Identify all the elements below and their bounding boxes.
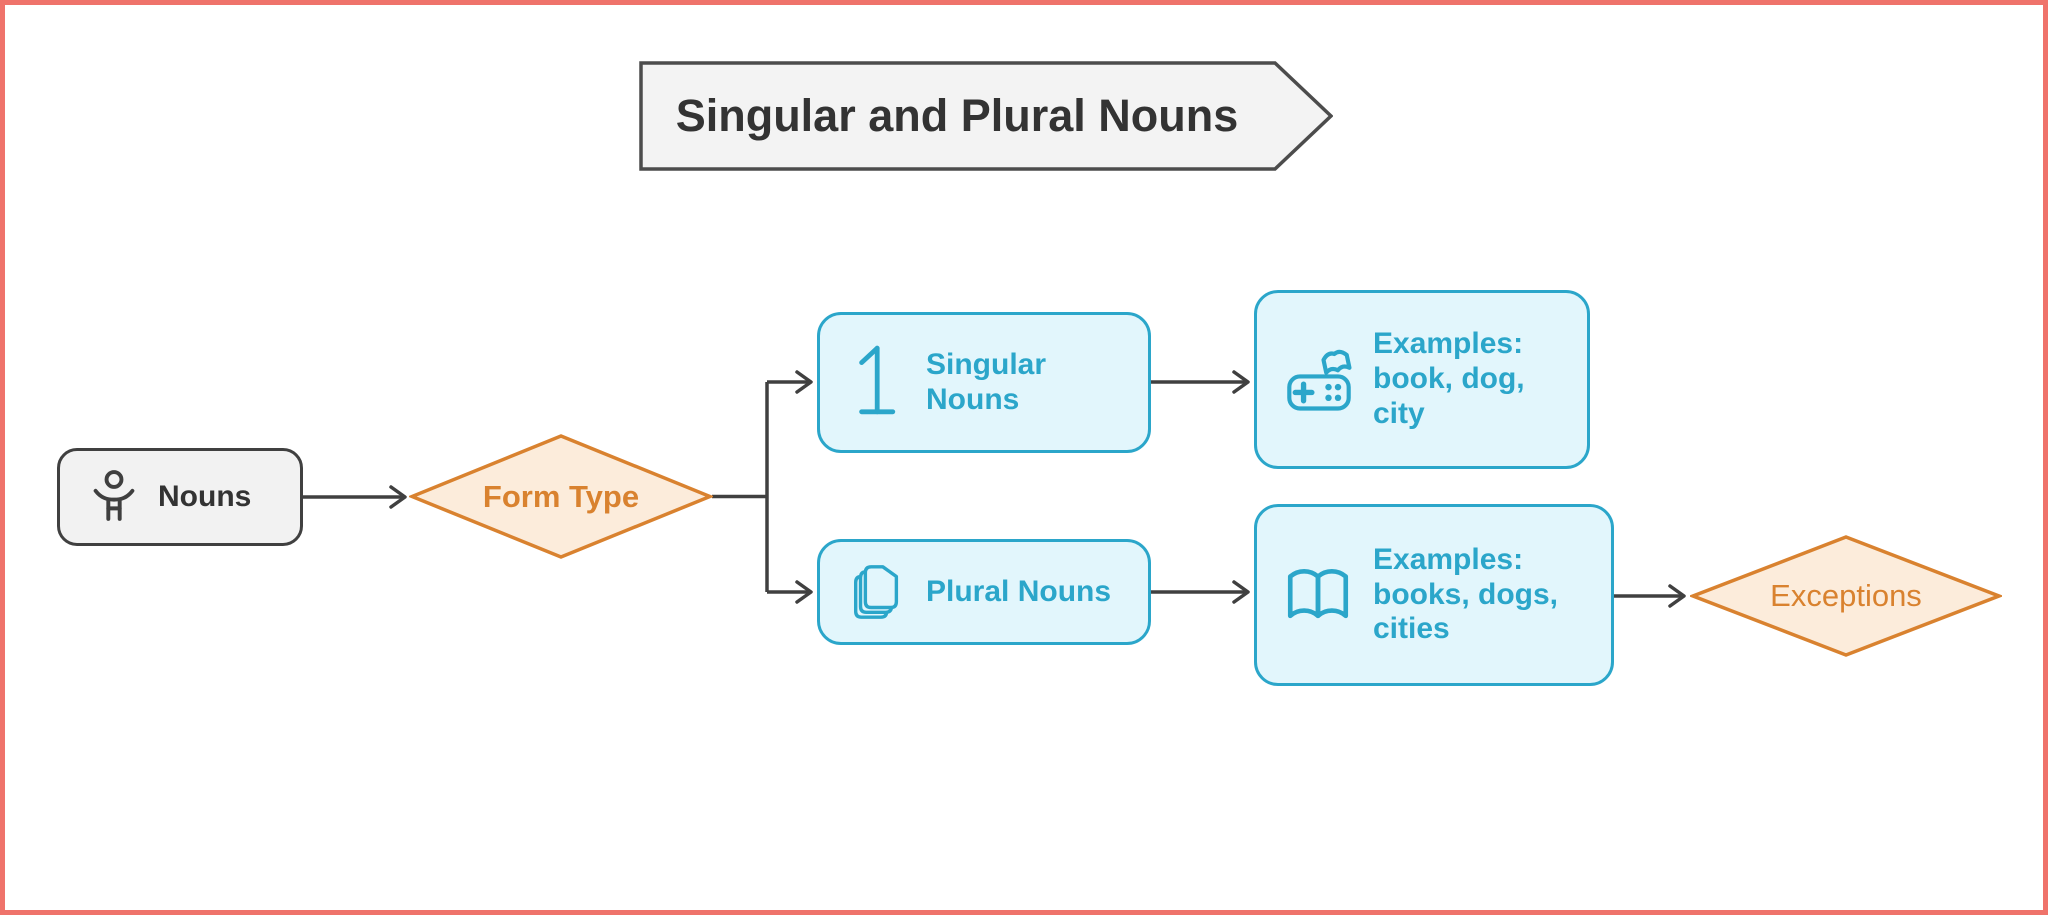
number-one-icon bbox=[852, 342, 900, 424]
gamepad-book-icon bbox=[1281, 342, 1357, 418]
stacked-pages-icon bbox=[846, 561, 908, 623]
diamond-shape bbox=[409, 434, 713, 559]
node-label-singular-examples: Examples: book, dog, city bbox=[1373, 327, 1525, 430]
node-singular-examples: Examples: book, dog, city bbox=[1254, 290, 1590, 469]
node-label-plural-nouns: Plural Nouns bbox=[926, 574, 1112, 608]
connector-arrows bbox=[303, 370, 1686, 608]
diamond-shape bbox=[1690, 535, 2002, 657]
node-label-exceptions: Exceptions bbox=[1770, 578, 1922, 613]
node-plural-nouns: Plural Nouns bbox=[817, 539, 1151, 645]
node-singular-nouns: Singular Nouns bbox=[817, 312, 1151, 453]
node-form-type: Form Type bbox=[409, 433, 713, 560]
open-book-icon bbox=[1281, 558, 1355, 632]
node-label-form-type: Form Type bbox=[482, 478, 640, 514]
person-icon bbox=[86, 468, 142, 526]
title-banner: Singular and Plural Nouns bbox=[639, 61, 1333, 171]
banner-shape bbox=[639, 61, 1333, 171]
node-exceptions: Exceptions bbox=[1690, 534, 2002, 658]
node-label-plural-examples: Examples: books, dogs, cities bbox=[1373, 542, 1559, 646]
node-nouns: Nouns bbox=[57, 448, 303, 546]
node-label-nouns: Nouns bbox=[158, 479, 252, 513]
page-title: Singular and Plural Nouns bbox=[675, 90, 1239, 141]
node-plural-examples: Examples: books, dogs, cities bbox=[1254, 504, 1614, 686]
node-label-singular-nouns: Singular Nouns bbox=[926, 347, 1047, 416]
